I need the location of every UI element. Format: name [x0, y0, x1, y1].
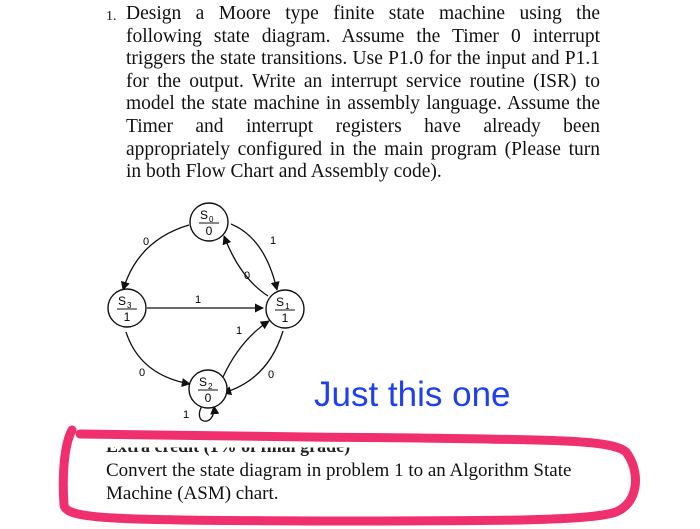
transition-label: 1: [270, 235, 276, 247]
transition-s1-s2: [222, 330, 284, 396]
transition-label: 0: [268, 369, 274, 381]
handwritten-annotation: Just this one: [314, 375, 511, 414]
transition-label: 1: [183, 409, 189, 421]
state-name: S: [200, 208, 208, 222]
state-name: S: [276, 295, 284, 309]
state-output: 1: [282, 311, 289, 325]
transition-s0-s1: [230, 223, 280, 291]
state-output: 1: [124, 310, 131, 324]
state-s0: S 0 0: [189, 202, 229, 242]
transition-label: 0: [143, 236, 149, 248]
transition-label: 0: [244, 270, 250, 282]
transition-label: 0: [139, 367, 145, 379]
state-subscript: 2: [208, 382, 213, 391]
extra-credit-text: Convert the state diagram in problem 1 t…: [106, 460, 572, 504]
transition-s0-s3: [120, 224, 190, 291]
state-output: 0: [206, 224, 213, 238]
transition-s2-s2-loop: [198, 403, 220, 422]
problem-1: 1. Design a Moore type finite state mach…: [100, 3, 600, 184]
state-name: S: [118, 294, 126, 308]
state-name: S: [199, 375, 207, 389]
transition-label: 1: [195, 294, 201, 306]
state-output: 0: [205, 391, 212, 405]
state-subscript: 1: [285, 302, 290, 311]
state-s3: S 3 1: [107, 288, 147, 328]
problem-number: 1.: [106, 9, 117, 24]
state-s1: S 1 1: [265, 289, 305, 329]
problem-text: Design a Moore type finite state machine…: [126, 3, 600, 183]
state-subscript: 0: [209, 215, 214, 224]
transition-s2-s1: [222, 320, 270, 378]
state-subscript: 3: [127, 301, 132, 310]
transition-s3-s2: [125, 331, 191, 388]
state-s2: S 2 0: [188, 369, 228, 409]
transition-label: 1: [236, 325, 242, 337]
transition-s1-s0: [222, 235, 269, 297]
